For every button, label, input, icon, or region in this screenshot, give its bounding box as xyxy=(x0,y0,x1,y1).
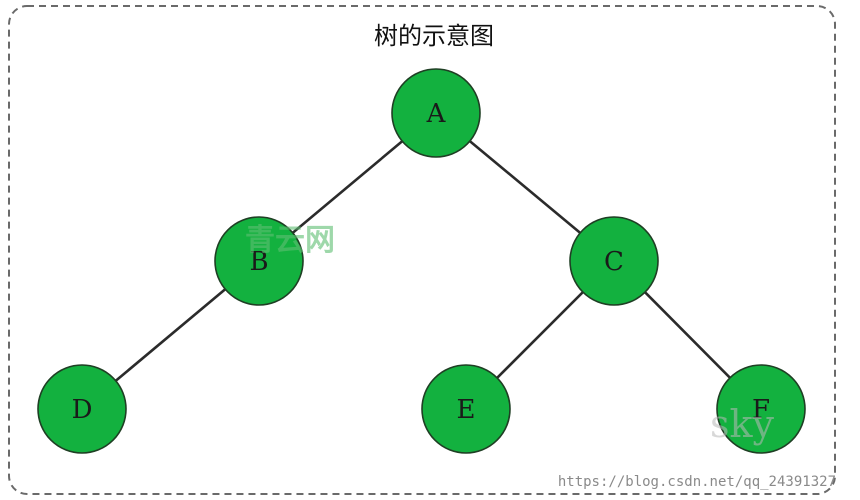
node-circle-a xyxy=(391,68,481,158)
node-circle-e xyxy=(421,364,511,454)
node-circle-b xyxy=(214,216,304,306)
node-circle-f xyxy=(716,364,806,454)
diagram-title: 树的示意图 xyxy=(374,22,494,50)
node-circle-c xyxy=(569,216,659,306)
node-label-a: A xyxy=(426,99,447,129)
tree-node-e: E xyxy=(421,364,511,454)
source-url-watermark: https://blog.csdn.net/qq_24391327 xyxy=(558,474,836,490)
tree-node-c: C xyxy=(569,216,659,306)
site-logo-watermark: 青云网 xyxy=(245,223,335,258)
node-label-f: F xyxy=(752,395,770,425)
tree-node-f: F xyxy=(716,364,806,454)
tree-edges xyxy=(81,112,762,410)
node-label-c: C xyxy=(604,247,624,277)
sky-watermark: sky xyxy=(710,402,775,446)
tree-node-b: B xyxy=(214,216,304,306)
node-label-d: D xyxy=(72,395,93,425)
node-label-e: E xyxy=(457,395,476,425)
node-circle-d xyxy=(37,364,127,454)
tree-nodes: A B C D E F xyxy=(37,68,806,454)
tree-node-d: D xyxy=(37,364,127,454)
tree-node-a: A xyxy=(391,68,481,158)
node-label-b: B xyxy=(249,247,268,277)
dashed-frame xyxy=(8,5,836,495)
